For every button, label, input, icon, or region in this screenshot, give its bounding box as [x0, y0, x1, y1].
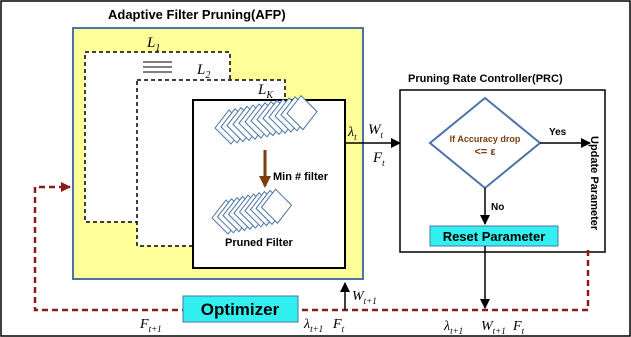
prc-title: Pruning Rate Controller(PRC): [408, 73, 563, 85]
bottom-f-t-label: Ft: [332, 317, 345, 334]
filter-stack: [214, 94, 318, 145]
filter-shape: [286, 94, 318, 131]
lambda-t1-label: λt+1: [303, 317, 323, 334]
layer-lk-label: LK: [257, 82, 274, 101]
optimizer-box: [182, 295, 299, 323]
out-f-label: Ft: [512, 319, 525, 336]
afp-title: Adaptive Filter Pruning(AFP): [108, 7, 286, 22]
filter-shape: [260, 188, 293, 224]
update-parameter-label: Update Parameter: [588, 136, 600, 231]
yes-label: Yes: [549, 127, 567, 138]
lambda-t-label: λt: [347, 125, 357, 142]
decision-line1: If Accuracy drop: [450, 134, 521, 144]
decision-line2: <= ε: [474, 146, 496, 158]
f-t1-label: Ft+1: [139, 317, 162, 334]
f-t-label: Ft: [372, 150, 385, 168]
feedback-dashed-path: [33, 182, 590, 312]
layer-l2-label: L2: [196, 62, 210, 81]
out-lambda-label: λt+1: [443, 319, 463, 336]
w-t1-label: Wt+1: [352, 289, 377, 306]
layer-l1-label: L1: [146, 35, 160, 54]
reset-parameter-box: [429, 225, 559, 247]
w-t-label: Wt: [368, 122, 384, 140]
optimizer-label: Optimizer: [201, 300, 280, 319]
no-label: No: [491, 202, 504, 213]
min-filter-label: Min # filter: [273, 171, 329, 183]
pruned-filter-stack: [211, 188, 293, 235]
pruned-filter-label: Pruned Filter: [225, 237, 294, 249]
out-w-label: Wt+1: [481, 319, 506, 336]
reset-parameter-label: Reset Parameter: [443, 229, 546, 244]
